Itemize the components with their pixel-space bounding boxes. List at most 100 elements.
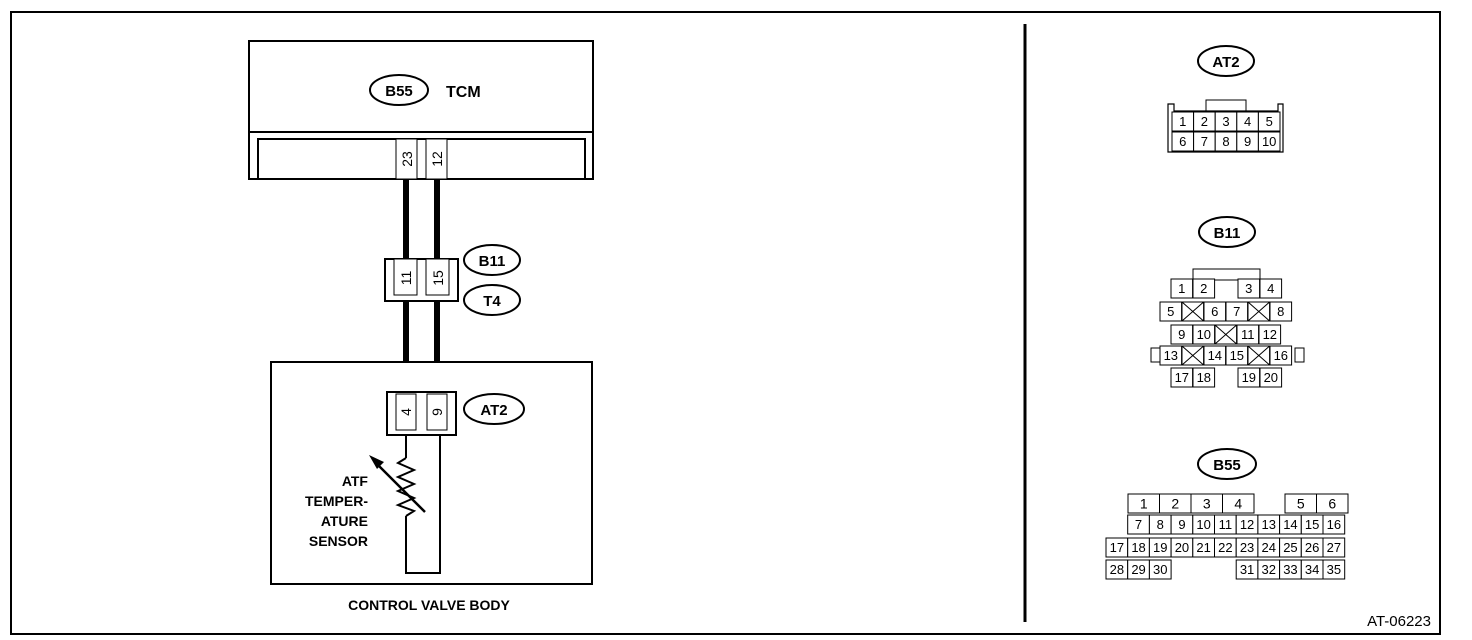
b55-view-pin-6: 6 [1316, 493, 1349, 514]
b55-view-pin-7: 7 [1127, 514, 1150, 535]
svg-text:6: 6 [1179, 134, 1186, 149]
b11-view-code: B11 [1214, 225, 1241, 242]
svg-text:3: 3 [1203, 496, 1211, 512]
tcm-connector-code: B55 [385, 83, 413, 100]
svg-text:5: 5 [1266, 114, 1273, 129]
svg-text:14: 14 [1208, 348, 1222, 363]
svg-text:3: 3 [1222, 114, 1229, 129]
b55-view-pin-17: 17 [1105, 537, 1129, 558]
svg-text:3: 3 [1245, 281, 1252, 296]
b11-view-blank [1181, 345, 1205, 366]
b11-view-pin-6: 6 [1203, 301, 1227, 322]
svg-text:19: 19 [1153, 540, 1167, 555]
tcm-connector-badge [369, 74, 429, 106]
sensor-label-line-3: ATURE [321, 513, 368, 529]
svg-text:2: 2 [1200, 281, 1207, 296]
b55-view-pin-16: 16 [1322, 514, 1346, 535]
svg-text:4: 4 [1267, 281, 1274, 296]
at2-view-pin-1: 1 [1171, 111, 1195, 132]
svg-text:34: 34 [1305, 562, 1319, 577]
at2-view-pin-7: 7 [1193, 131, 1216, 152]
svg-text:15: 15 [1305, 517, 1319, 532]
junction-pin-11: 11 [398, 271, 414, 286]
svg-text:26: 26 [1305, 540, 1319, 555]
sensor-label-line-1: ATF [342, 473, 369, 489]
b11-view-blank [1214, 324, 1238, 345]
b55-view-code: B55 [1213, 457, 1241, 474]
svg-text:30: 30 [1153, 562, 1167, 577]
svg-text:7: 7 [1201, 134, 1208, 149]
svg-text:32: 32 [1262, 562, 1276, 577]
b11-view-pin-12: 12 [1258, 324, 1282, 345]
b11-view-pin-3: 3 [1237, 278, 1261, 299]
svg-text:19: 19 [1242, 370, 1256, 385]
svg-text:31: 31 [1240, 562, 1254, 577]
svg-text:1: 1 [1140, 496, 1148, 512]
b11-view-blank [1181, 301, 1205, 322]
svg-text:5: 5 [1167, 304, 1174, 319]
b55-view-pin-15: 15 [1300, 514, 1324, 535]
b11-view-pin-1: 1 [1170, 278, 1194, 299]
svg-text:7: 7 [1233, 304, 1240, 319]
svg-text:8: 8 [1277, 304, 1284, 319]
junction-pin-15: 15 [430, 270, 446, 286]
at2-view-pin-2: 2 [1193, 111, 1216, 132]
b11-view-pin-7: 7 [1225, 301, 1249, 322]
figure-id: AT-06223 [1367, 613, 1431, 630]
b55-view-pin-27: 27 [1322, 537, 1346, 558]
b55-view-pin-10: 10 [1192, 514, 1216, 535]
svg-text:18: 18 [1131, 540, 1145, 555]
tcm-pin-12: 12 [429, 151, 445, 167]
diagram-frame [10, 11, 1441, 635]
b55-view-pin-13: 13 [1257, 514, 1281, 535]
b11-badge [463, 244, 521, 276]
svg-text:2: 2 [1171, 496, 1179, 512]
svg-text:23: 23 [1240, 540, 1254, 555]
b11-code: B11 [479, 253, 506, 270]
svg-text:11: 11 [1219, 517, 1233, 532]
svg-text:29: 29 [1131, 562, 1145, 577]
svg-text:17: 17 [1110, 540, 1124, 555]
svg-text:2: 2 [1201, 114, 1208, 129]
b55-view-pin-1: 1 [1127, 493, 1160, 514]
at2-view-pin-3: 3 [1214, 111, 1238, 132]
svg-text:1: 1 [1178, 281, 1185, 296]
svg-text:7: 7 [1135, 517, 1142, 532]
b55-view-pin-31: 31 [1235, 559, 1259, 580]
b55-view-pin-19: 19 [1148, 537, 1172, 558]
svg-text:6: 6 [1211, 304, 1218, 319]
b55-view-pin-2: 2 [1159, 493, 1192, 514]
b11-view-pin-15: 15 [1225, 345, 1249, 366]
svg-text:12: 12 [1263, 327, 1277, 342]
at2-view-badge [1197, 45, 1255, 77]
at2-view-pin-10: 10 [1257, 131, 1281, 152]
b55-view-pin-26: 26 [1300, 537, 1324, 558]
b55-view-pin-34: 34 [1300, 559, 1324, 580]
svg-text:11: 11 [1241, 327, 1255, 342]
b11-view-pin-18: 18 [1192, 367, 1216, 388]
b55-view-pin-33: 33 [1279, 559, 1302, 580]
svg-text:9: 9 [1178, 327, 1185, 342]
svg-text:33: 33 [1283, 562, 1297, 577]
b55-view-pin-9: 9 [1170, 514, 1194, 535]
b55-view-pin-25: 25 [1279, 537, 1302, 558]
b11-view-blank [1247, 345, 1271, 366]
tcm-pin-23: 23 [399, 151, 415, 167]
b55-view-pin-30: 30 [1148, 559, 1172, 580]
b11-view-pin-16: 16 [1269, 345, 1293, 366]
b55-view-pin-8: 8 [1148, 514, 1172, 535]
svg-text:4: 4 [1234, 496, 1242, 512]
at2-view-pin-6: 6 [1171, 131, 1195, 152]
svg-text:21: 21 [1196, 540, 1210, 555]
b11-view-pin-13: 13 [1159, 345, 1183, 366]
svg-text:4: 4 [1244, 114, 1251, 129]
svg-text:8: 8 [1222, 134, 1229, 149]
b11-view-pin-19: 19 [1237, 367, 1261, 388]
b11-view-pin-2: 2 [1192, 278, 1216, 299]
b55-view-pin-11: 11 [1214, 514, 1237, 535]
junction-connector-b11-t4: 11 15 B11 T4 [384, 244, 521, 316]
at2-code: AT2 [480, 402, 507, 419]
at2-view-pin-4: 4 [1236, 111, 1259, 132]
